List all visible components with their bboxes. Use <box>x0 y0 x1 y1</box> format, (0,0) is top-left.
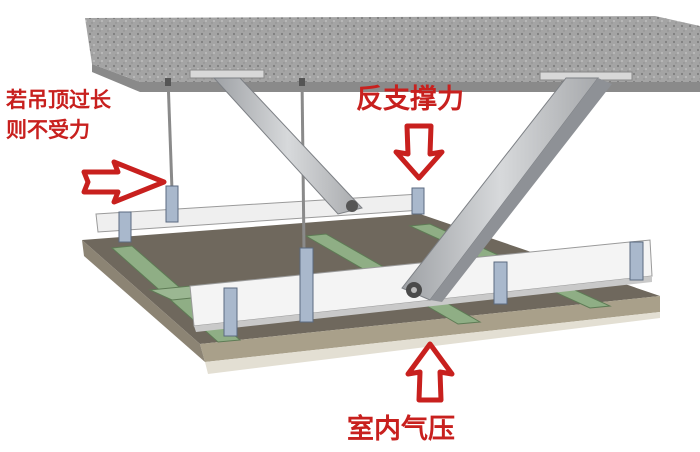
concrete-slab <box>85 16 700 92</box>
brace-left <box>212 77 363 215</box>
up-arrow-icon <box>405 341 455 403</box>
pressure-annotation: 室内气压 <box>347 414 455 445</box>
hanger-annotation-line2: 则不受力 <box>6 118 90 142</box>
hanger-annotation-line1: 若吊顶过长 <box>6 88 111 112</box>
right-arrow-icon <box>81 159 167 205</box>
brace-annotation: 反支撑力 <box>356 84 464 115</box>
hanger-clips <box>118 185 644 337</box>
down-arrow-icon <box>393 123 445 181</box>
brace-right <box>401 77 612 302</box>
hanger-annotation: 若吊顶过长 则不受力 <box>6 90 111 150</box>
